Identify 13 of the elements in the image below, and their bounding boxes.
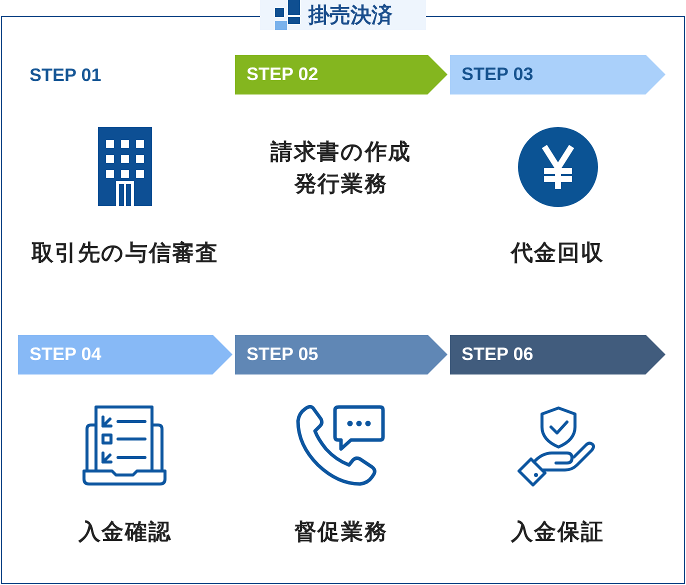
step-banner: STEP 02: [234, 54, 448, 94]
step-banner: STEP 05: [234, 334, 448, 374]
step-banner: STEP 04: [18, 334, 232, 374]
step-title: 取引先の与信審査: [31, 240, 219, 268]
step-title: 代金回収: [510, 240, 604, 268]
step-banner: STEP 03: [450, 54, 666, 94]
frame-title: 掛売決済: [308, 2, 392, 28]
step-number: STEP 01: [30, 64, 102, 84]
step-title: 入金保証: [510, 518, 604, 546]
step-title: 入金確認: [78, 518, 172, 546]
step-title: 請求書の作成発行業務: [269, 138, 412, 198]
step-banner: STEP 06: [450, 334, 666, 374]
step-title: 督促業務: [294, 518, 388, 546]
